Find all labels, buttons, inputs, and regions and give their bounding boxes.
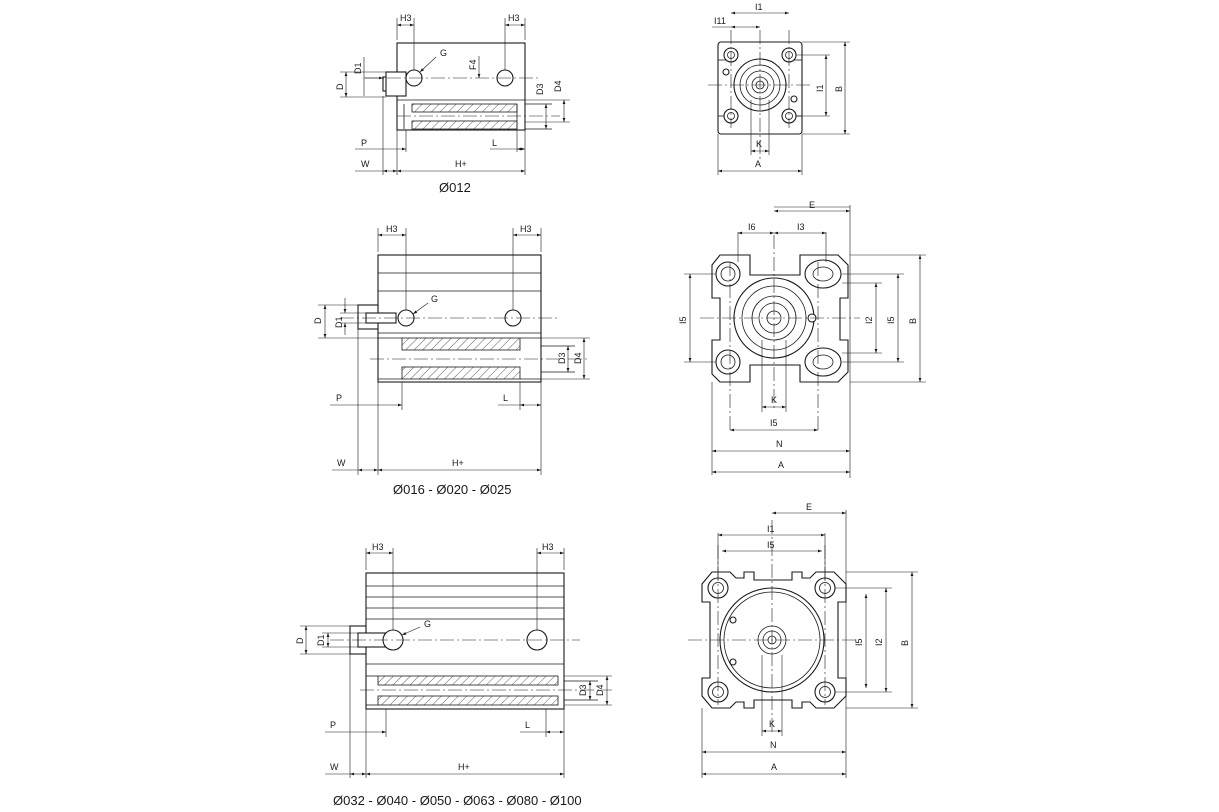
dim-i5-3: I5: [767, 540, 775, 550]
caption-d032-d100: Ø032 - Ø040 - Ø050 - Ø063 - Ø080 - Ø100: [333, 793, 582, 808]
dim-l-2: L: [503, 393, 508, 403]
dim-w: W: [361, 159, 370, 169]
dim-p-3: P: [330, 720, 336, 730]
dim-d-2: D: [313, 317, 323, 324]
label-g: G: [440, 48, 447, 58]
dim-i6: I6: [748, 222, 756, 232]
dim-d: D: [335, 83, 345, 90]
dim-e-2: E: [809, 200, 815, 210]
dim-h3-right-2: H3: [520, 224, 532, 234]
dim-l-3: L: [525, 720, 530, 730]
dim-d4: D4: [553, 80, 563, 92]
dim-h3-left: H3: [400, 13, 412, 23]
dim-a-3: A: [771, 762, 777, 772]
dim-d4-3: D4: [595, 684, 605, 696]
dim-d-3: D: [295, 637, 305, 644]
dim-p-2: P: [336, 393, 342, 403]
dim-h-plus-2: H+: [452, 458, 464, 468]
dim-i5-left: I5: [678, 316, 688, 324]
label-g-3: G: [424, 619, 431, 629]
dim-e-3: E: [806, 502, 812, 512]
dim-i2-2: I2: [864, 316, 874, 324]
dim-d1-3: D1: [316, 634, 326, 646]
caption-d012: Ø012: [439, 180, 471, 195]
dim-b-3: B: [900, 640, 910, 646]
dim-d3-2: D3: [557, 352, 567, 364]
front-view-d016-d025: E I6 I3 I5 I2 I5 B K I5: [678, 200, 926, 478]
dim-k-2: K: [771, 395, 777, 405]
dim-d3-3: D3: [578, 684, 588, 696]
label-g-2: G: [431, 294, 438, 304]
dim-d1-2: D1: [334, 316, 344, 328]
dim-w-3: W: [330, 762, 339, 772]
side-view-d016-d025: H3 H3 G D D1 D3 D4 P L: [313, 224, 590, 497]
dim-d4-2: D4: [573, 352, 583, 364]
dim-d3: D3: [535, 83, 545, 95]
dim-p: P: [361, 138, 367, 148]
dim-d1: D1: [353, 62, 363, 74]
dim-i3: I3: [797, 222, 805, 232]
dim-i1-right: I1: [815, 84, 825, 92]
front-view-d032-d100: E I1 I5 I5 I2 B K N A: [688, 502, 918, 778]
dim-i11: I11: [714, 16, 726, 26]
dim-a-2: A: [778, 460, 784, 470]
side-view-d032-d100: H3 H3 G D D1 D3 D4 P L W: [295, 542, 612, 808]
dim-h-plus-3: H+: [458, 762, 470, 772]
dim-i5-bottom: I5: [770, 418, 778, 428]
dim-n-3: N: [770, 740, 777, 750]
dim-i2-3: I2: [874, 638, 884, 646]
dim-a-d012: A: [755, 159, 761, 169]
caption-d016-d025: Ø016 - Ø020 - Ø025: [393, 482, 512, 497]
dim-i1-top: I1: [755, 2, 763, 12]
dim-h3-left-3: H3: [372, 542, 384, 552]
dim-l: L: [492, 138, 497, 148]
dim-w-2: W: [337, 458, 346, 468]
side-view-d012: H3 H3 G F4 D D1 D3 D4 P W: [335, 13, 570, 195]
dim-b-2: B: [908, 318, 918, 324]
dim-h3-right: H3: [508, 13, 520, 23]
dim-f4: F4: [468, 59, 478, 70]
dim-i5-3-vert: I5: [854, 638, 864, 646]
dim-k-3: K: [769, 719, 775, 729]
dim-b-d012: B: [834, 86, 844, 92]
dim-h3-right-3: H3: [542, 542, 554, 552]
dim-h3-left-2: H3: [386, 224, 398, 234]
dim-i5-right: I5: [886, 316, 896, 324]
dim-i1-3: I1: [767, 524, 775, 534]
dim-h-plus: H+: [455, 159, 467, 169]
dim-n-2: N: [776, 439, 783, 449]
dim-k-d012: K: [756, 139, 762, 149]
front-view-d012: I1 I11 I1 B K A: [708, 2, 850, 175]
